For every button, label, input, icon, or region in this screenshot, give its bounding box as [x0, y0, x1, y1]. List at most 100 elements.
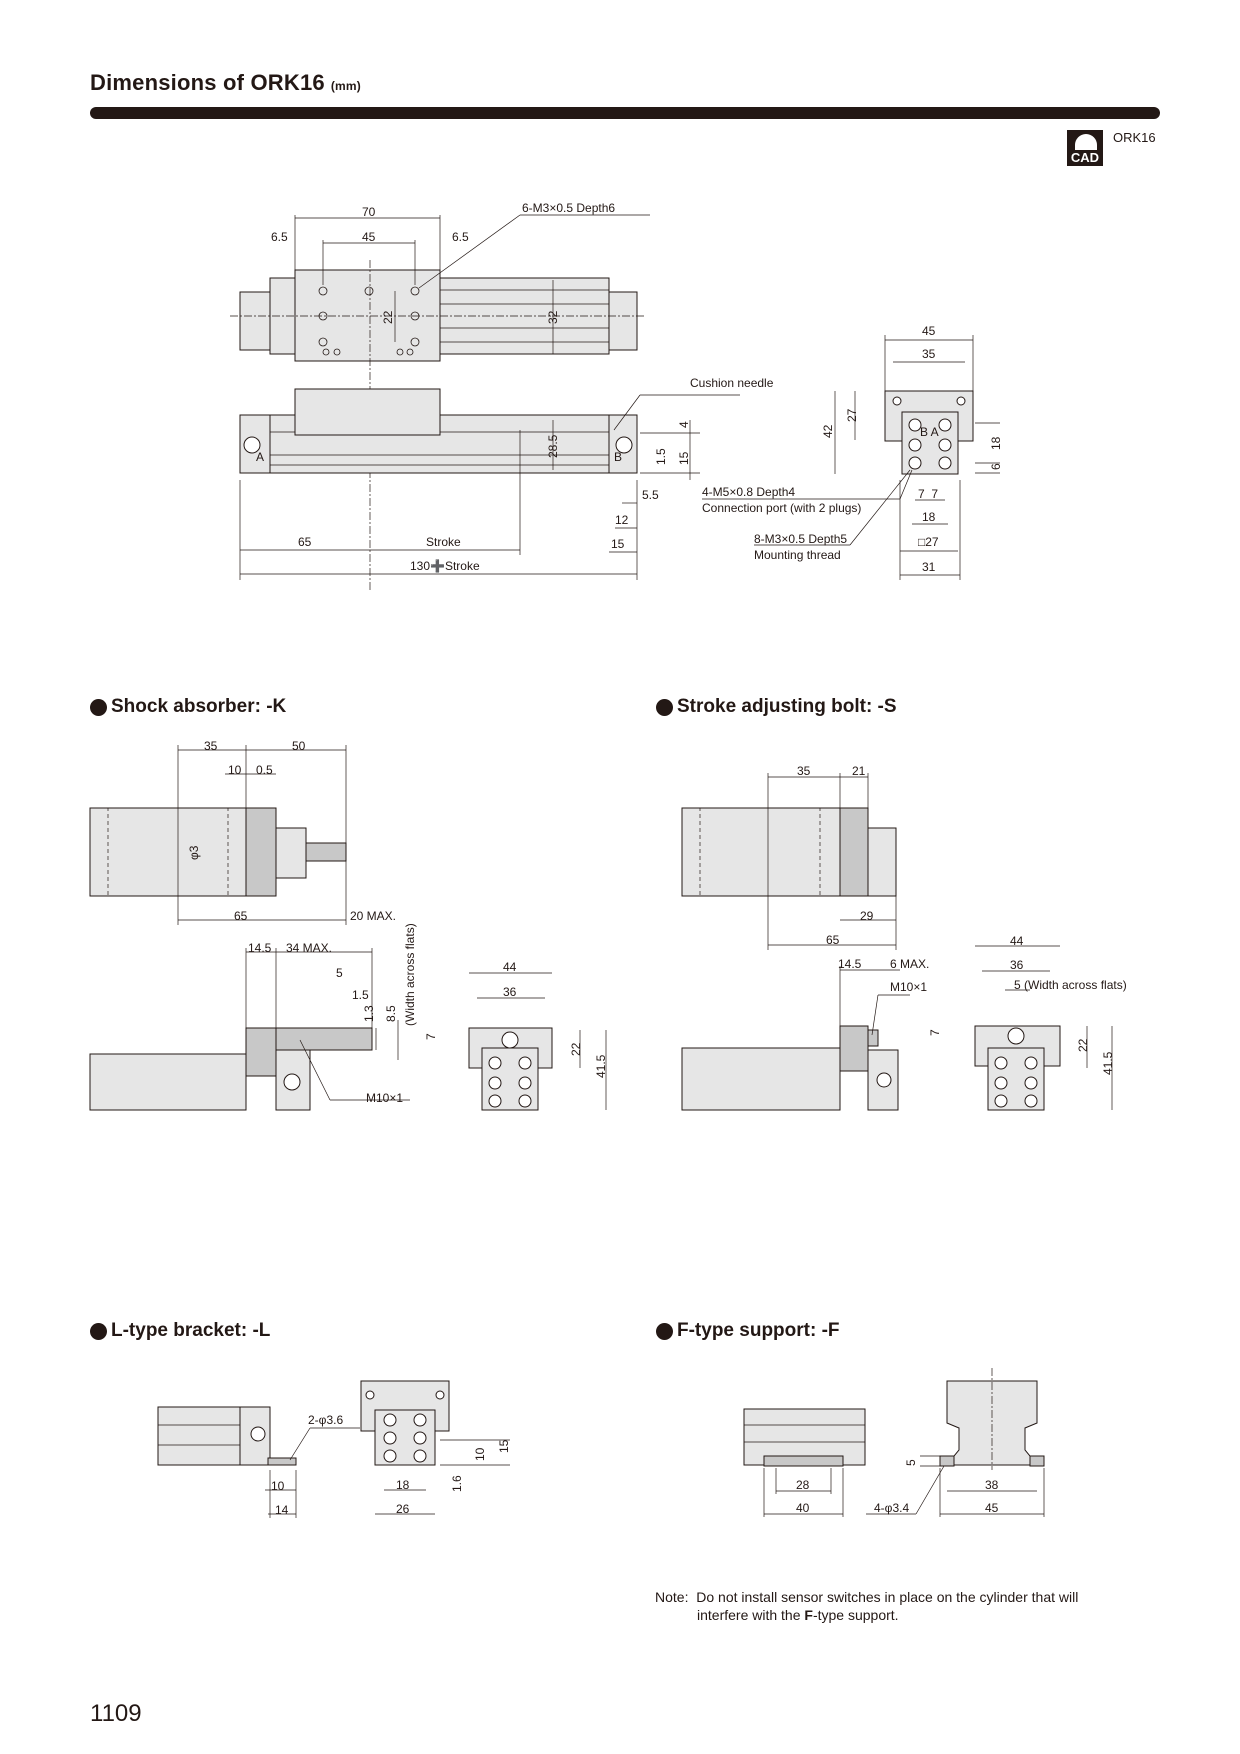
dim-22: 22 — [1076, 1038, 1090, 1052]
note-bold-f: F — [804, 1607, 813, 1623]
section-heading-f-type-support: F-type support: -F — [656, 1320, 840, 1342]
section-heading-l-type-bracket: L-type bracket: -L — [90, 1320, 270, 1342]
dim-6-max: 6 MAX. — [890, 957, 929, 971]
dim-20-max: 20 MAX. — [350, 909, 396, 923]
dim-total-length: 130➕Stroke — [410, 559, 480, 573]
dim-22: 22 — [569, 1042, 583, 1056]
dim-5: 5 — [336, 966, 343, 980]
width-across-flats-note: (Width across flats) — [403, 923, 417, 1026]
dim-70: 70 — [362, 205, 376, 219]
dim-7: 7 — [928, 1029, 942, 1036]
dim-14: 14 — [275, 1503, 289, 1517]
dim-18: 18 — [396, 1478, 410, 1492]
dim-34-max: 34 MAX. — [286, 941, 332, 955]
dim-10: 10 — [228, 763, 242, 777]
dim-6-5-right: 6.5 — [452, 230, 469, 244]
dim-44: 44 — [1010, 934, 1024, 948]
dim-0-5: 0.5 — [256, 763, 273, 777]
dim-42: 42 — [821, 424, 835, 438]
dim-28: 28 — [796, 1478, 810, 1492]
port-labels: B A — [920, 425, 939, 439]
thread-label: M10×1 — [366, 1091, 403, 1105]
heading-text: L-type bracket: -L — [111, 1320, 271, 1341]
dim-35: 35 — [922, 347, 936, 361]
unit-label: (mm) — [330, 79, 361, 93]
dim-8-5: 8.5 — [384, 1005, 398, 1022]
dim-14-5: 14.5 — [248, 941, 272, 955]
section-heading-stroke-adjusting-bolt: Stroke adjusting bolt: -S — [656, 696, 897, 718]
dim-5: 5 — [904, 1459, 918, 1466]
width-across-flats-note: 5 (Width across flats) — [1014, 978, 1127, 992]
dim-12: 12 — [615, 513, 629, 527]
dim-32: 32 — [546, 310, 560, 324]
dim-41-5: 41.5 — [594, 1054, 608, 1078]
dim-65: 65 — [234, 909, 248, 923]
heading-text: F-type support: -F — [677, 1320, 840, 1341]
dim-6-5-left: 6.5 — [271, 230, 288, 244]
dim-stroke: Stroke — [426, 535, 461, 549]
cushion-needle-label: Cushion needle — [690, 376, 774, 390]
heading-text: Shock absorber: -K — [111, 696, 287, 717]
connection-port-note: Connection port (with 2 plugs) — [702, 501, 861, 515]
dim-1-5: 1.5 — [352, 988, 369, 1002]
dim-40: 40 — [796, 1501, 810, 1515]
dim-65: 65 — [298, 535, 312, 549]
dim-45: 45 — [362, 230, 376, 244]
dim-10-vertical: 10 — [473, 1447, 487, 1461]
note-line-1: Do not install sensor switches in place … — [696, 1589, 1079, 1605]
dim-7-7: 7 7 — [918, 487, 938, 501]
dim-27: 27 — [845, 408, 859, 422]
main-end-view: 45 35 42 27 18 6 B A 7 7 18 □27 31 4-M5×… — [702, 324, 1003, 580]
note-label: Note: — [655, 1589, 689, 1605]
dim-14-5: 14.5 — [838, 957, 862, 971]
end-cap-right — [608, 291, 638, 351]
dim-18: 18 — [922, 510, 936, 524]
dim-6: 6 — [989, 463, 1003, 470]
bullet-icon — [90, 1322, 107, 1340]
port-b-plug-icon — [615, 436, 633, 454]
port-a-label: A — [256, 450, 264, 464]
slide-table — [294, 269, 441, 362]
heading-text: Stroke adjusting bolt: -S — [677, 696, 897, 717]
port-a-plug-icon — [243, 436, 261, 454]
l-type-bracket-drawing: 2-φ3.6 10 14 18 26 1.6 10 15 — [157, 1380, 511, 1518]
dim-35: 35 — [797, 764, 811, 778]
dim-29: 29 — [860, 909, 874, 923]
section-heading-shock-absorber: Shock absorber: -K — [90, 696, 286, 718]
hole-spec: 4-φ3.4 — [874, 1501, 909, 1515]
dim-38: 38 — [985, 1478, 999, 1492]
dim-5-5: 5.5 — [642, 488, 659, 502]
dim-45: 45 — [985, 1501, 999, 1515]
note-line-2: interfere with the F-type support. — [655, 1606, 1078, 1624]
dim-15: 15 — [611, 537, 625, 551]
dim-1-6: 1.6 — [450, 1475, 464, 1492]
title-text: Dimensions of ORK16 — [90, 70, 325, 95]
mount-thread-spec: 8-M3×0.5 Depth5 — [754, 532, 847, 546]
port-b-label: B — [614, 450, 622, 464]
bullet-icon — [656, 698, 673, 716]
dim-15-vertical: 15 — [677, 451, 691, 465]
note-line-2-end: -type support. — [812, 1607, 899, 1623]
dim-10: 10 — [271, 1479, 285, 1493]
title-rule — [90, 107, 1160, 119]
dim-4: 4 — [677, 421, 691, 428]
slide-table — [294, 388, 441, 436]
bullet-icon — [90, 698, 107, 716]
dim-square-27: □27 — [918, 535, 939, 549]
dim-phi-3: φ3 — [187, 845, 201, 860]
end-cap-left — [239, 291, 271, 351]
dim-41-5: 41.5 — [1101, 1051, 1115, 1075]
dim-15-vertical: 15 — [497, 1439, 511, 1453]
cad-icon[interactable]: CAD — [1067, 130, 1103, 166]
dim-1-3: 1.3 — [362, 1005, 376, 1022]
dim-50: 50 — [292, 739, 306, 753]
thread-note: 6-M3×0.5 Depth6 — [522, 201, 615, 215]
hole-spec: 2-φ3.6 — [308, 1413, 343, 1427]
dim-26: 26 — [396, 1502, 410, 1516]
dim-18-vertical: 18 — [989, 436, 1003, 450]
cad-model-label[interactable]: ORK16 — [1113, 130, 1156, 145]
main-top-view: 70 6.5 45 6.5 6-M3×0.5 Depth6 22 32 — [230, 201, 650, 590]
dim-36: 36 — [503, 985, 517, 999]
f-type-support-drawing: 28 40 5 4-φ3.4 38 45 — [743, 1368, 1045, 1517]
